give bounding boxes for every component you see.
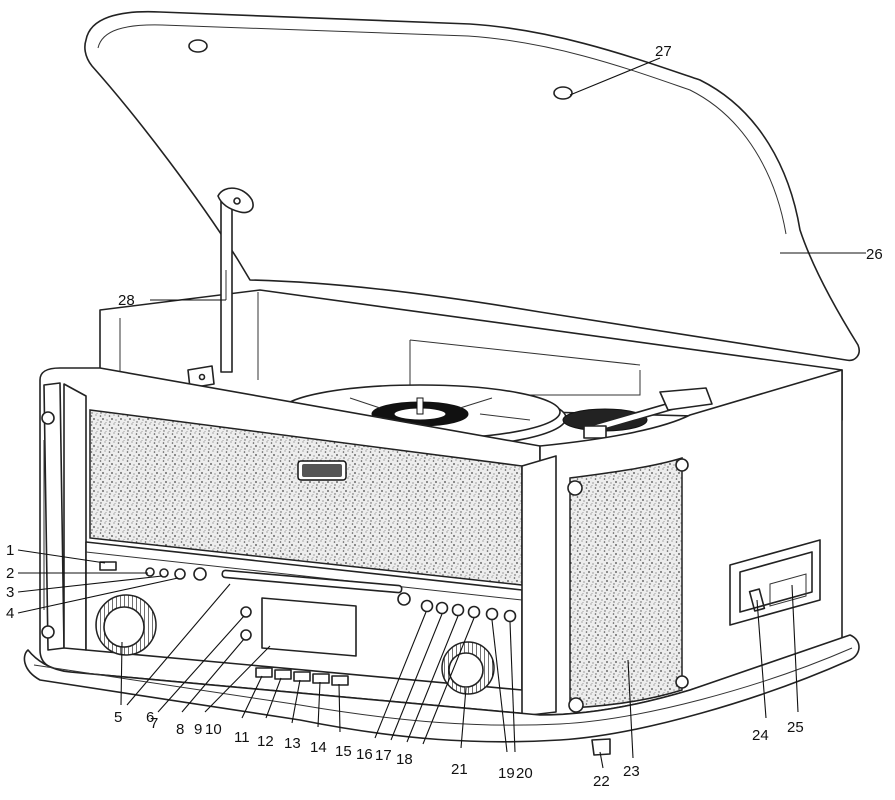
side-speaker-grille (569, 456, 683, 709)
callout-20: 20 (516, 765, 533, 782)
jack-4 (174, 568, 186, 580)
callout-1: 1 (6, 542, 14, 559)
callout-16: 16 (356, 746, 373, 763)
usb-port (99, 561, 117, 571)
side-cassette-deck (729, 539, 821, 626)
callout-12: 12 (257, 733, 274, 750)
button-19[interactable] (485, 607, 499, 621)
lcd-display (261, 597, 357, 657)
indicator-led (240, 606, 252, 618)
callout-23: 23 (623, 763, 640, 780)
button-13[interactable] (293, 671, 311, 682)
callout-15: 15 (335, 743, 352, 760)
callout-13: 13 (284, 735, 301, 752)
tuning-knob[interactable] (441, 641, 495, 695)
callout-28: 28 (118, 292, 135, 309)
button-11[interactable] (255, 667, 273, 678)
callout-27: 27 (655, 43, 672, 60)
callout-11: 11 (234, 729, 250, 746)
lid (84, 10, 860, 362)
tonearm (562, 387, 713, 439)
volume-knob[interactable] (95, 594, 157, 656)
callout-7: 7 (150, 715, 158, 732)
button-16[interactable] (435, 601, 449, 615)
callout-26: 26 (866, 246, 883, 263)
callout-3: 3 (6, 584, 14, 601)
indicator-led (240, 629, 252, 641)
button-18[interactable] (467, 605, 481, 619)
lid-stay (187, 187, 254, 389)
callout-10: 10 (205, 721, 222, 738)
button-20[interactable] (503, 609, 517, 623)
lid-hinge-hole (188, 39, 208, 53)
callout-24: 24 (752, 727, 769, 744)
jack-2 (145, 567, 155, 577)
callout-8: 8 (176, 721, 184, 738)
foot (591, 738, 611, 756)
button-15[interactable] (420, 599, 434, 613)
callout-4: 4 (6, 605, 14, 622)
callout-19: 19 (498, 765, 515, 782)
lid-hinge-hole (553, 86, 573, 100)
callout-21: 21 (451, 761, 468, 778)
callout-2: 2 (6, 565, 14, 582)
button-extra[interactable] (331, 675, 349, 686)
cd-slot (221, 569, 403, 594)
callout-17: 17 (375, 747, 392, 764)
callout-14: 14 (310, 739, 327, 756)
callout-9: 9 (194, 721, 202, 738)
button-17[interactable] (451, 603, 465, 617)
callout-25: 25 (787, 719, 804, 736)
callout-6: 6 (146, 709, 154, 726)
base-plinth (23, 634, 860, 743)
callout-22: 22 (593, 773, 610, 790)
jack-3 (159, 568, 169, 578)
callout-18: 18 (396, 751, 413, 768)
button-14[interactable] (312, 673, 330, 684)
callout-5: 5 (114, 709, 122, 726)
button-12[interactable] (274, 669, 292, 680)
